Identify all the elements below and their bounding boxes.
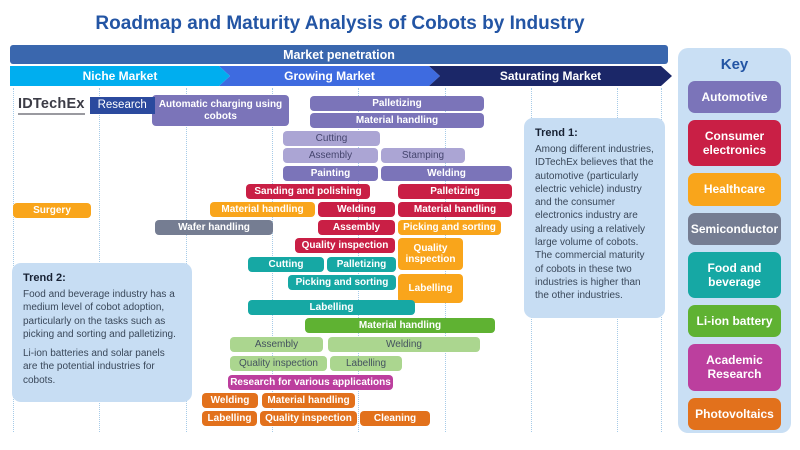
stage-growing-market: Growing Market	[219, 66, 440, 86]
roadmap-bar: Material handling	[310, 113, 484, 128]
trend-1-title: Trend 1:	[535, 127, 578, 139]
trend-1-text: Among different industries, IDTechEx bel…	[535, 144, 654, 302]
roadmap-bar: Picking and sorting	[398, 220, 501, 235]
stage-niche-market-label: Niche Market	[82, 69, 158, 83]
roadmap-bar: Painting	[283, 166, 378, 181]
roadmap-bar: Research for various applications	[228, 375, 393, 390]
roadmap-bar: Welding	[318, 202, 395, 217]
stage-niche-market: Niche Market	[10, 66, 230, 86]
roadmap-bar: Assembly	[230, 337, 323, 352]
roadmap-bar: Welding	[381, 166, 512, 181]
trend-2-box: Trend 2: Food and beverage industry has …	[12, 263, 192, 403]
roadmap-bar: Surgery	[13, 203, 91, 218]
roadmap-bar: Quality inspection	[260, 411, 357, 426]
gridline	[99, 88, 100, 432]
roadmap-bar: Cutting	[283, 131, 380, 146]
roadmap-bar: Welding	[328, 337, 480, 352]
key-item-healthcare: Healthcare	[688, 173, 781, 206]
key-item-academic: Academic Research	[688, 344, 781, 391]
roadmap-bar: Automatic charging using cobots	[152, 95, 289, 126]
roadmap-bar: Palletizing	[327, 257, 396, 272]
key-item-photovoltaics: Photovoltaics	[688, 397, 781, 430]
key-item-semiconductor: Semiconductor	[688, 212, 781, 245]
roadmap-bar: Assembly	[283, 148, 378, 163]
key-title: Key	[720, 56, 749, 73]
roadmap-bar: Labelling	[330, 356, 402, 371]
roadmap-bar: Picking and sorting	[288, 275, 396, 290]
key-item-automotive: Automotive	[688, 81, 781, 114]
roadmap-bar: Quality inspection	[295, 238, 395, 253]
roadmap-bar: Labelling	[248, 300, 415, 315]
gridline	[13, 88, 14, 432]
roadmap-bar: Welding	[202, 393, 258, 408]
market-penetration-banner: Market penetration	[10, 45, 668, 64]
key-item-food_beverage: Food and beverage	[688, 251, 781, 299]
roadmap-bar: Labelling	[202, 411, 257, 426]
roadmap-bar: Cleaning	[360, 411, 430, 426]
roadmap-bar: Sanding and polishing	[246, 184, 370, 199]
trend-2-text-1: Food and beverage industry has a medium …	[23, 289, 176, 340]
page-title: Roadmap and Maturity Analysis of Cobots …	[95, 13, 585, 34]
roadmap-bar: Palletizing	[398, 184, 512, 199]
gridline	[186, 88, 187, 432]
roadmap-bar: Material handling	[210, 202, 315, 217]
key-item-consumer_electronics: Consumer electronics	[688, 120, 781, 167]
roadmap-bar: Quality inspection	[398, 238, 463, 270]
roadmap-bar: Material handling	[262, 393, 355, 408]
trend-1-box: Trend 1: Among different industries, IDT…	[524, 118, 665, 318]
stage-growing-market-label: Growing Market	[284, 69, 375, 83]
roadmap-bar: Palletizing	[310, 96, 484, 111]
roadmap-bar: Material handling	[305, 318, 495, 333]
roadmap-bar: Material handling	[398, 202, 512, 217]
trend-2-text-2: Li-ion batteries and solar panels are th…	[23, 348, 165, 386]
roadmap-bar: Quality inspection	[230, 356, 327, 371]
roadmap-bar: Assembly	[318, 220, 395, 235]
roadmap-bar: Wafer handling	[155, 220, 273, 235]
idtechex-research-tag: Research	[89, 97, 155, 114]
idtechex-wordmark: IDTechEx	[18, 96, 85, 115]
key-item-liion: Li-ion battery	[688, 305, 781, 338]
stage-saturating-market: Saturating Market	[429, 66, 672, 86]
roadmap-bar: Stamping	[381, 148, 465, 163]
trend-2-title: Trend 2:	[23, 272, 66, 284]
stage-saturating-market-label: Saturating Market	[499, 69, 602, 83]
roadmap-bar: Cutting	[248, 257, 324, 272]
idtechex-logo: IDTechEx Research	[18, 96, 155, 115]
roadmap-bar: Labelling	[398, 274, 463, 303]
